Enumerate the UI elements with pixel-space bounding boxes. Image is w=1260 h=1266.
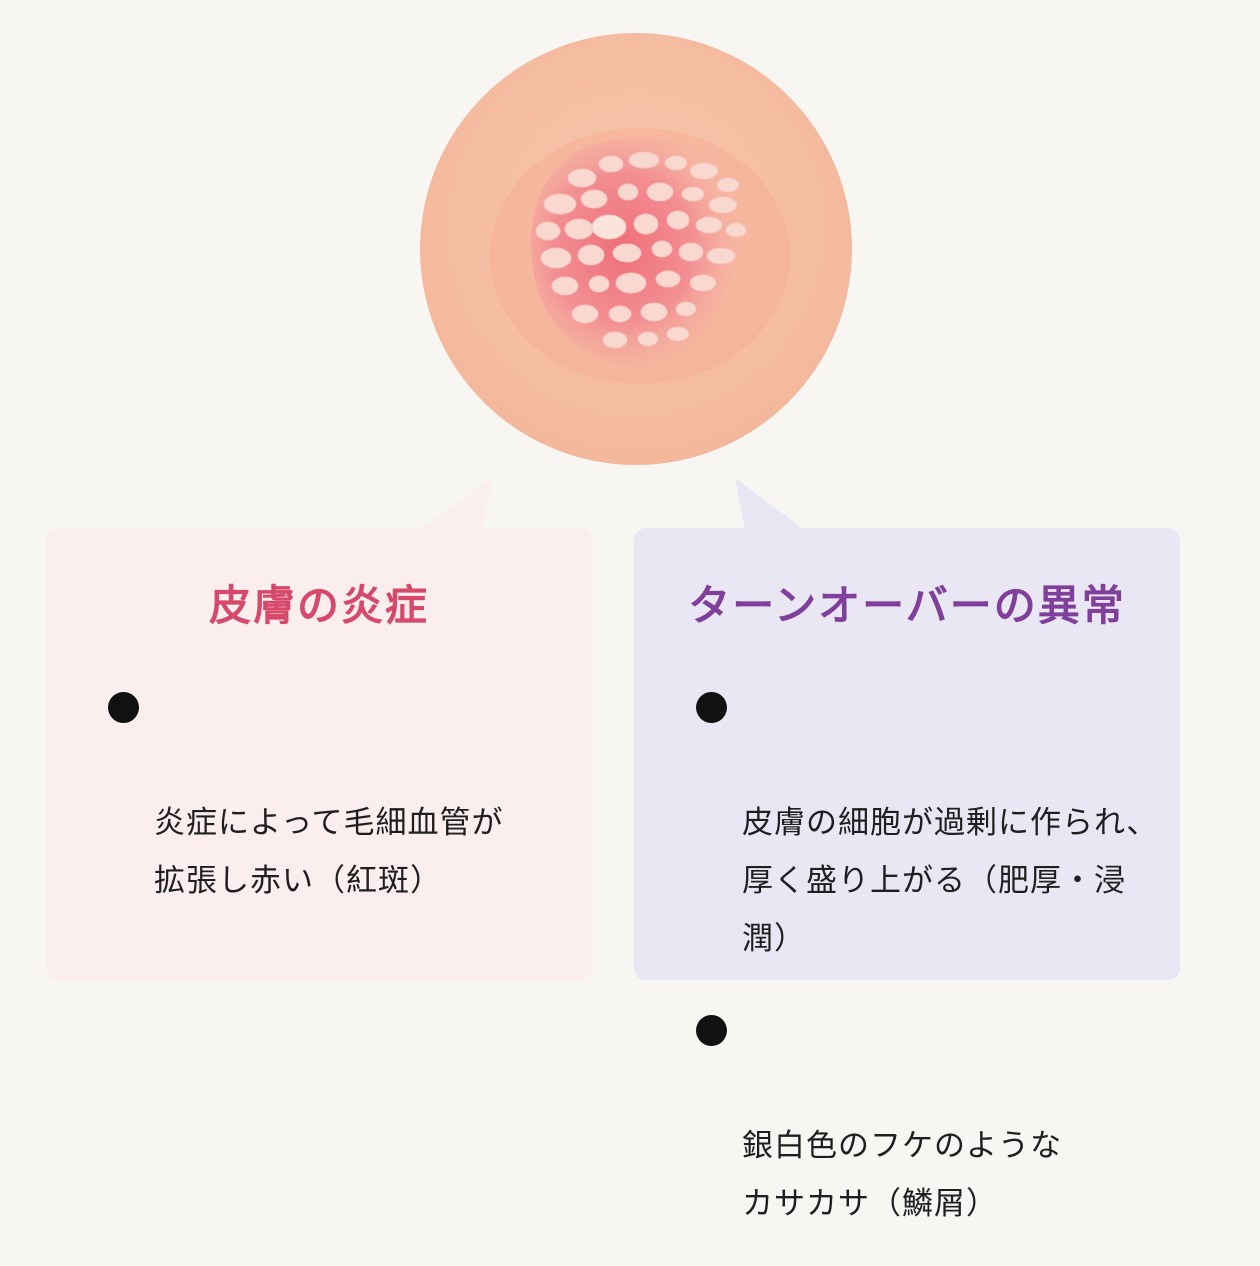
- turnover-title: ターンオーバーの異常: [688, 581, 1126, 630]
- bullet-icon: [108, 692, 139, 723]
- turnover-bullets: 皮膚の細胞が過剰に作られ、 厚く盛り上がる（肥厚・浸潤） 銀白色のフケのような …: [696, 678, 1164, 1266]
- scale-flakes: [535, 151, 747, 349]
- inflammation-bullet: 炎症によって毛細血管が 拡張し赤い（紅斑）: [108, 678, 576, 910]
- bullet-icon: [696, 692, 727, 723]
- inflammation-title: 皮膚の炎症: [208, 581, 429, 630]
- turnover-bullet: 銀白色のフケのような カサカサ（鱗屑）: [696, 1001, 1164, 1233]
- speech-tail-right: [735, 478, 805, 530]
- inflammation-panel: 皮膚の炎症 炎症によって毛細血管が 拡張し赤い（紅斑）: [46, 528, 592, 980]
- skin-illustration: [420, 33, 852, 530]
- bullet-icon: [696, 1015, 727, 1046]
- turnover-bullet: 皮膚の細胞が過剰に作られ、 厚く盛り上がる（肥厚・浸潤）: [696, 678, 1164, 968]
- speech-tail-left: [420, 478, 492, 530]
- turnover-panel: ターンオーバーの異常 皮膚の細胞が過剰に作られ、 厚く盛り上がる（肥厚・浸潤） …: [634, 528, 1180, 1222]
- turnover-bullet-text: 銀白色のフケのような カサカサ（鱗屑）: [742, 1128, 1062, 1222]
- inflammation-bullets: 炎症によって毛細血管が 拡張し赤い（紅斑）: [108, 678, 576, 943]
- turnover-bullet-text: 皮膚の細胞が過剰に作られ、 厚く盛り上がる（肥厚・浸潤）: [742, 805, 1159, 957]
- inflammation-bullet-text: 炎症によって毛細血管が 拡張し赤い（紅斑）: [154, 805, 504, 899]
